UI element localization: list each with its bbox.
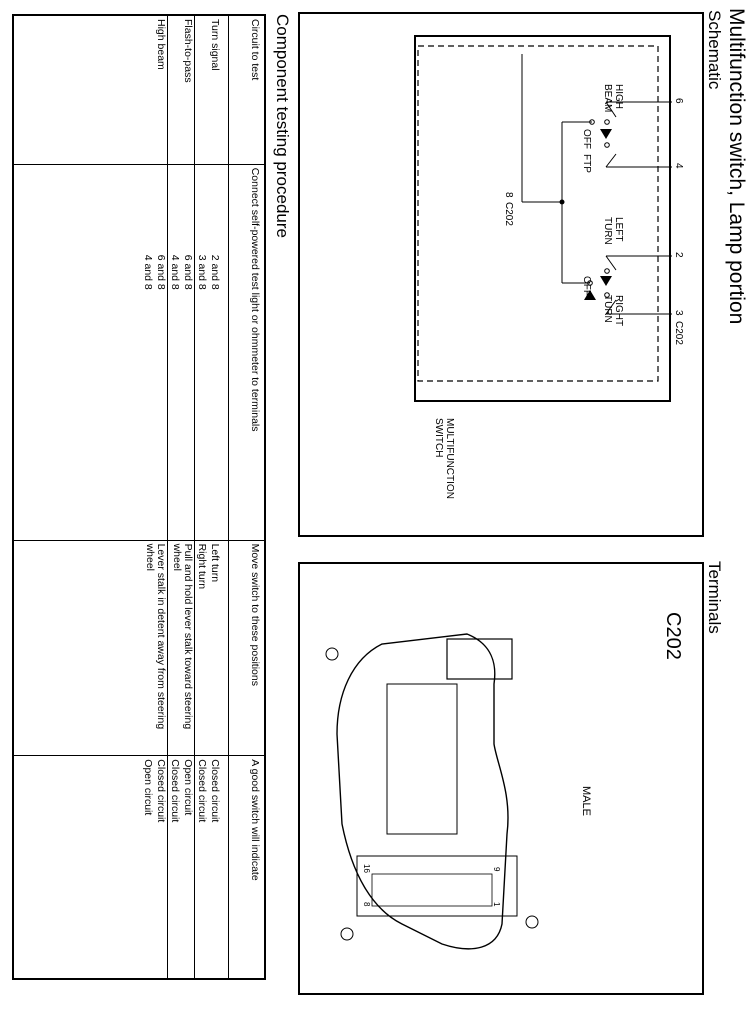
- col-header: A good switch will indicate: [228, 755, 265, 979]
- ftp-label: FTP: [581, 154, 592, 173]
- right-turn-label: RIGHT: [613, 295, 624, 326]
- pin-4-label: 4: [673, 163, 684, 169]
- c202-top-label: C202: [673, 321, 684, 345]
- terminals-panel: C202 MALE 1 8 9 16: [298, 562, 704, 995]
- schematic-diagram: 6 4 2 3 C202 HIGH BEAM OFF FTP: [414, 35, 684, 499]
- table-row: High beam 6 and 8 Lever stalk in detent …: [13, 15, 168, 979]
- table-header-row: Circuit to test Connect self-powered tes…: [228, 15, 265, 979]
- svg-text:SWITCH: SWITCH: [433, 418, 444, 457]
- connector-label: C202: [662, 612, 684, 660]
- male-label: MALE: [580, 786, 592, 816]
- left-turn-label: LEFT: [613, 217, 624, 241]
- off-lower-label: OFF: [581, 276, 592, 296]
- switch-name-label: MULTIFUNCTION: [444, 418, 455, 499]
- pin-3-label: 3: [673, 310, 684, 316]
- procedure-heading: Component testing procedure: [273, 14, 292, 238]
- pin8-label: 8: [362, 902, 371, 907]
- col-header: Move switch to these positions: [228, 540, 265, 756]
- connector-drawing: 1 8 9 16: [325, 633, 539, 950]
- high-beam-label: HIGH: [613, 84, 624, 109]
- connector-window: [386, 683, 458, 835]
- switch-dashed-boundary: [417, 45, 659, 382]
- table-row: Turn signal 2 and 8 Left turn Closed cir…: [194, 15, 229, 979]
- connector-housing: [336, 633, 509, 950]
- col-header: Connect self-powered test light or ohmme…: [228, 164, 265, 541]
- circuit-cell: Turn signal: [194, 15, 229, 165]
- svg-text:TURN: TURN: [602, 217, 613, 245]
- terminal-block: [356, 855, 518, 917]
- switch-body-outline: [414, 35, 671, 402]
- c202-left-label: C202: [503, 202, 514, 226]
- off-upper-label: OFF: [581, 129, 592, 149]
- pin16-label: 16: [362, 864, 371, 873]
- pin-6-label: 6: [673, 98, 684, 104]
- svg-text:TURN: TURN: [602, 295, 613, 323]
- col-header: Circuit to test: [228, 15, 265, 165]
- pin1-label: 1: [492, 902, 501, 907]
- schematic-panel: 6 4 2 3 C202 HIGH BEAM OFF FTP: [298, 12, 704, 537]
- testing-table: Circuit to test Connect self-powered tes…: [12, 14, 266, 980]
- pin-2-label: 2: [673, 252, 684, 258]
- high-beam-label-2: BEAM: [602, 84, 613, 112]
- page-title: Multifunction switch, Lamp portion: [725, 8, 748, 325]
- circuit-cell: High beam: [13, 15, 168, 165]
- schematic-heading: Schematic: [705, 10, 724, 90]
- terminals-heading: Terminals: [705, 561, 724, 634]
- circuit-cell: Flash-to-pass: [167, 15, 195, 165]
- pin-8-label: 8: [503, 192, 514, 198]
- pin9-label: 9: [492, 867, 501, 872]
- table-row: Flash-to-pass 6 and 8 Pull and hold leve…: [167, 15, 195, 979]
- latch-tab: [446, 638, 513, 680]
